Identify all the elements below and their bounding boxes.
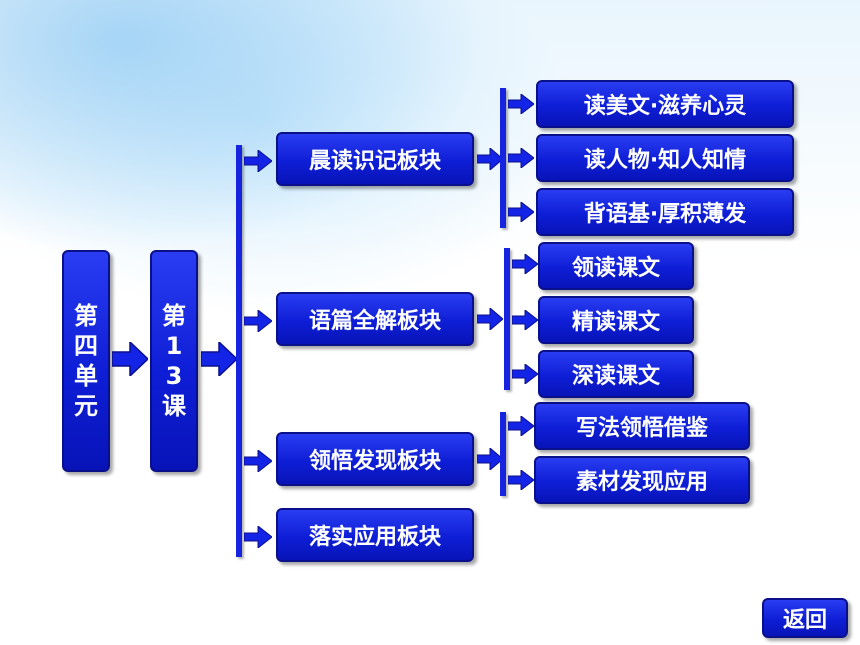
- main-bracket-line: [236, 145, 242, 557]
- sub-bracket-line: [500, 88, 506, 228]
- arrow-right-icon: [244, 526, 272, 548]
- arrow-right-icon: [201, 342, 237, 376]
- sub-deep-reading[interactable]: 深读课文: [538, 350, 694, 398]
- section-label: 晨读识记板块: [308, 149, 441, 174]
- sub-lead-reading[interactable]: 领读课文: [538, 242, 694, 290]
- section-insight-discovery[interactable]: 领悟发现板块: [276, 432, 474, 486]
- lesson-char: 课: [162, 392, 186, 420]
- arrow-right-icon: [508, 470, 534, 490]
- arrow-right-icon: [244, 310, 272, 332]
- lesson-box[interactable]: 第 1 3 课: [150, 250, 198, 472]
- section-practice-application[interactable]: 落实应用板块: [276, 508, 474, 562]
- sub-bracket-line: [500, 412, 506, 496]
- unit-char: 元: [74, 392, 98, 420]
- arrow-right-icon: [112, 342, 148, 376]
- arrow-right-icon: [477, 308, 503, 330]
- arrow-right-icon: [477, 148, 503, 170]
- unit-char: 单: [74, 362, 98, 390]
- arrow-right-icon: [244, 150, 272, 172]
- section-morning-reading[interactable]: 晨读识记板块: [276, 132, 474, 186]
- sub-writing-method[interactable]: 写法领悟借鉴: [534, 402, 750, 450]
- unit-char: 第: [74, 302, 98, 330]
- unit-box[interactable]: 第 四 单 元: [62, 250, 110, 472]
- sub-read-people[interactable]: 读人物·知人知情: [536, 134, 794, 182]
- arrow-right-icon: [508, 94, 534, 114]
- sub-bracket-line: [504, 248, 510, 390]
- sub-label: 背语基·厚积薄发: [583, 202, 747, 227]
- back-label: 返回: [782, 608, 827, 633]
- sub-label: 领读课文: [571, 256, 660, 281]
- arrow-right-icon: [477, 448, 503, 470]
- sub-label: 写法领悟借鉴: [575, 416, 708, 441]
- arrow-right-icon: [508, 202, 534, 222]
- sub-label: 读人物·知人知情: [583, 148, 747, 173]
- back-button[interactable]: 返回: [762, 598, 848, 638]
- unit-char: 四: [74, 332, 98, 360]
- arrow-right-icon: [512, 364, 538, 384]
- sub-label: 素材发现应用: [575, 470, 708, 495]
- lesson-char: 1: [165, 332, 183, 360]
- sub-memorize-basics[interactable]: 背语基·厚积薄发: [536, 188, 794, 236]
- arrow-right-icon: [512, 254, 538, 274]
- section-label: 语篇全解板块: [308, 309, 441, 334]
- arrow-right-icon: [508, 148, 534, 168]
- sub-label: 精读课文: [571, 310, 660, 335]
- arrow-right-icon: [512, 310, 538, 330]
- arrow-right-icon: [508, 416, 534, 436]
- section-label: 落实应用板块: [308, 525, 441, 550]
- sub-label: 读美文·滋养心灵: [583, 94, 747, 119]
- lesson-char: 3: [165, 362, 183, 390]
- sub-close-reading[interactable]: 精读课文: [538, 296, 694, 344]
- section-label: 领悟发现板块: [308, 449, 441, 474]
- arrow-right-icon: [244, 450, 272, 472]
- section-text-analysis[interactable]: 语篇全解板块: [276, 292, 474, 346]
- lesson-char: 第: [162, 302, 186, 330]
- sub-read-essay[interactable]: 读美文·滋养心灵: [536, 80, 794, 128]
- sub-label: 深读课文: [571, 364, 660, 389]
- sub-material-application[interactable]: 素材发现应用: [534, 456, 750, 504]
